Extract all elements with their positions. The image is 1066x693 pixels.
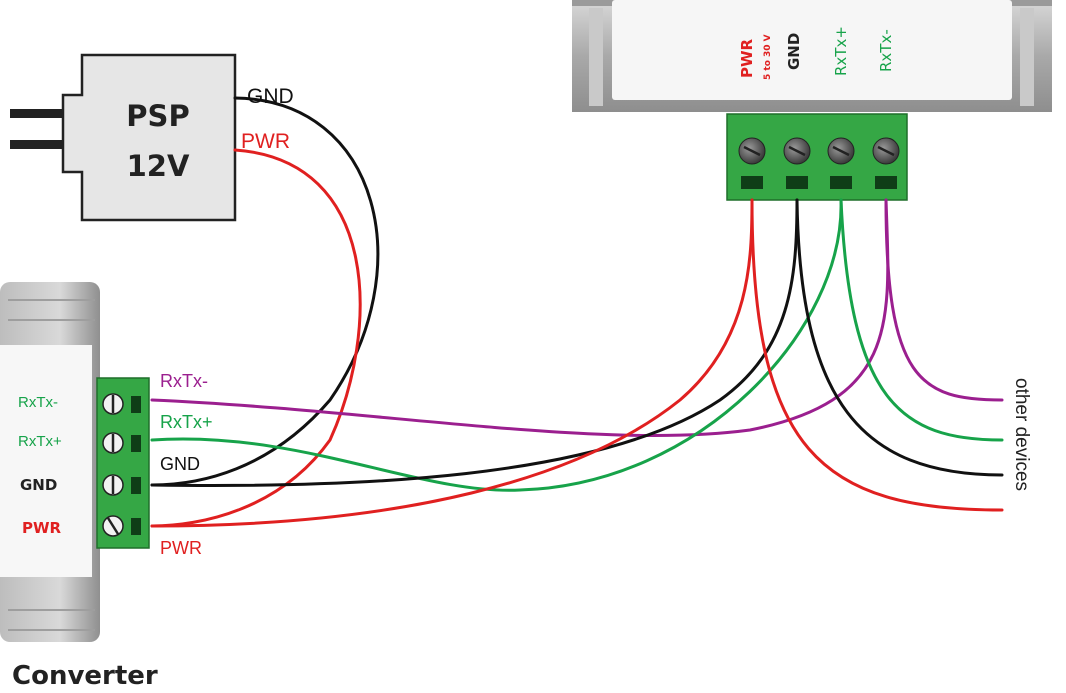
converter-rxtx-minus-label: RxTx- xyxy=(18,394,58,411)
wire-label-rxtx-minus: RxTx- xyxy=(160,371,208,391)
wire-label-pwr: PWR xyxy=(160,538,202,558)
converter-rxtx-plus-label: RxTx+ xyxy=(18,433,62,450)
psu-plug xyxy=(10,109,66,149)
wire-label-rxtx-plus: RxTx+ xyxy=(160,412,213,432)
device-label-panel xyxy=(612,0,1012,100)
wires xyxy=(150,96,1004,528)
psu-pwr-wire-label: PWR xyxy=(241,130,290,153)
converter-title: Converter xyxy=(12,661,158,691)
converter-pwr-label: PWR xyxy=(22,519,62,537)
psu-label-line1: PSP xyxy=(126,99,189,133)
psu-gnd-wire-label: GND xyxy=(247,85,294,108)
wire-label-gnd: GND xyxy=(160,454,200,474)
device-rxtx-plus-label: RxTx+ xyxy=(832,26,850,76)
device-pwr-label: PWR xyxy=(738,38,756,78)
power-supply: PSP 12V xyxy=(61,53,237,222)
device-rxtx-minus-label: RxTx- xyxy=(877,29,895,72)
wire-branch-rxtx-plus xyxy=(839,198,1004,442)
wire-gnd xyxy=(150,198,799,487)
other-devices-label: other devices xyxy=(1011,378,1032,491)
psu-label-line2: 12V xyxy=(127,149,190,183)
wire-branch-rxtx-minus xyxy=(884,198,1004,402)
wire-pwr xyxy=(150,198,754,528)
converter-gnd-label: GND xyxy=(20,476,57,494)
device-housing: PWR 5 to 30 V GND RxTx+ RxTx- xyxy=(572,0,1052,130)
device-pwr-range: 5 to 30 V xyxy=(763,34,773,80)
wire-rxtx-plus xyxy=(150,198,843,492)
wire-branch-pwr xyxy=(750,198,1004,512)
wire-psu-pwr xyxy=(150,148,362,528)
converter-housing: RxTx- RxTx+ GND PWR xyxy=(0,282,100,642)
converter-terminal-block xyxy=(96,377,150,549)
wire-rxtx-minus xyxy=(150,198,890,438)
wire-branch-gnd xyxy=(795,198,1004,477)
device-gnd-label: GND xyxy=(785,33,803,70)
device-terminal-block xyxy=(726,113,908,201)
